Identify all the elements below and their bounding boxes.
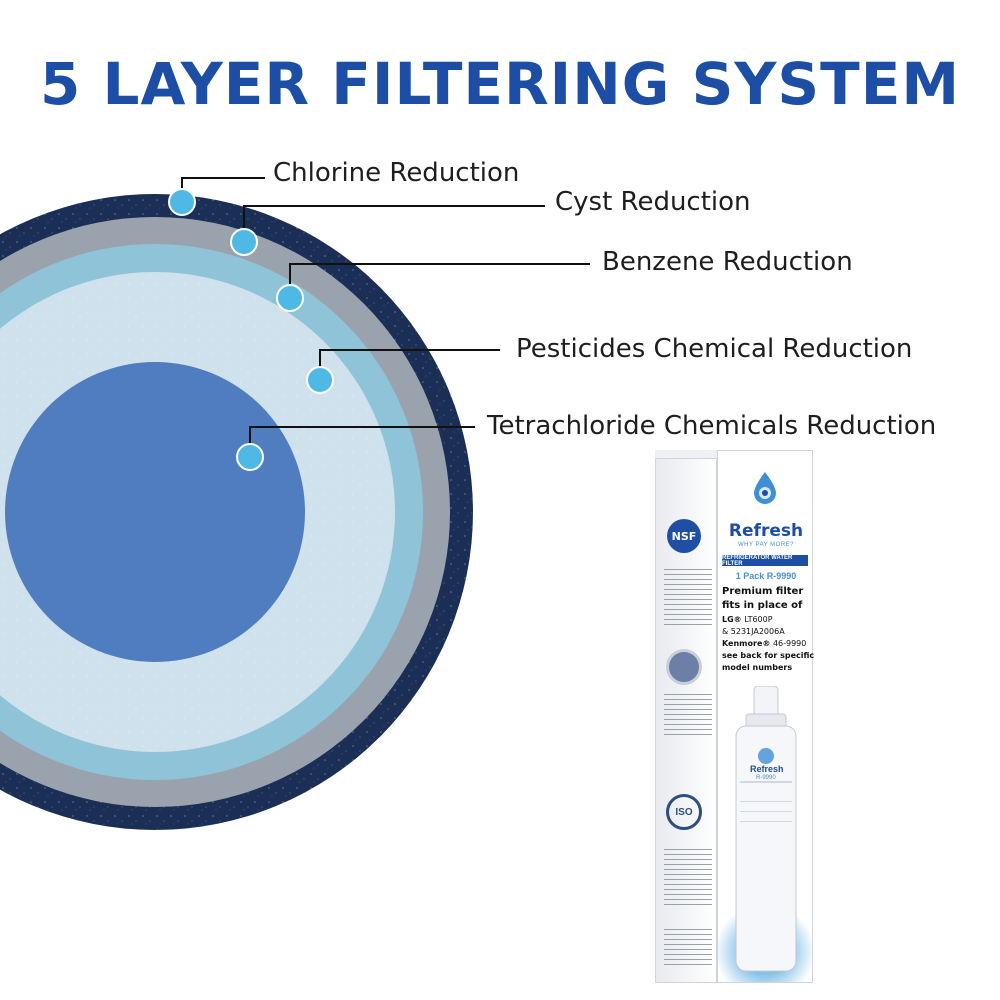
side-fine-print-4 [664,929,712,969]
water-drop-icon [754,472,776,504]
lg-model-2: & 5231JA2006A [722,627,785,636]
side-fine-print-3 [664,849,712,909]
label-cyst: Cyst Reduction [555,187,751,217]
page-title: 5 LAYER FILTERING SYSTEM [39,50,961,118]
label-benzene: Benzene Reduction [602,247,853,277]
box-front-panel: Refresh WHY PAY MORE? REFRIGERATOR WATER… [717,450,815,983]
label-pesticides: Pesticides Chemical Reduction [516,334,913,364]
model-numbers-line: model numbers [722,663,793,672]
pack-label: 1 Pack R-9990 [735,571,797,581]
filter-cartridge-image [735,686,797,972]
lg-model: LT600P [744,615,773,624]
marker-tetrachloride [236,443,264,471]
side-fine-print [664,569,712,629]
fits-line: fits in place of [722,600,803,611]
award-ribbon-icon [666,649,702,685]
brand-name: Refresh [728,521,804,541]
kenmore-line: Kenmore® 46-9990 [722,639,806,648]
filter-rings [0,194,473,830]
kenmore-brand: Kenmore® [722,639,771,648]
box-side-panel: NSF ISO [655,458,717,983]
cartridge-brand: Refresh [750,764,784,774]
kenmore-model: 46-9990 [772,639,807,648]
product-box: NSF ISO Refresh WHY PAY MORE? REFRIGERAT… [655,450,815,985]
premium-line: Premium filter [722,586,804,597]
iso-badge: ISO [666,794,702,830]
nsf-badge: NSF [667,519,701,553]
label-chlorine: Chlorine Reduction [273,158,520,188]
cartridge-model: R-9990 [756,775,776,781]
label-tetrachloride: Tetrachloride Chemicals Reduction [487,411,937,441]
lg-line: LG® LT600P [722,615,773,624]
see-back-line: see back for specific [722,651,815,660]
marker-benzene [276,284,304,312]
marker-chlorine [168,188,196,216]
layer-markers [168,188,334,471]
category-bar: REFRIGERATOR WATER FILTER [722,555,808,567]
marker-pesticides [306,366,334,394]
marker-cyst [230,228,258,256]
side-fine-print-2 [664,694,712,739]
lg-brand: LG® [722,615,742,624]
brand-slogan: WHY PAY MORE? [737,542,795,548]
ring-tetrachloride-core [5,362,305,662]
